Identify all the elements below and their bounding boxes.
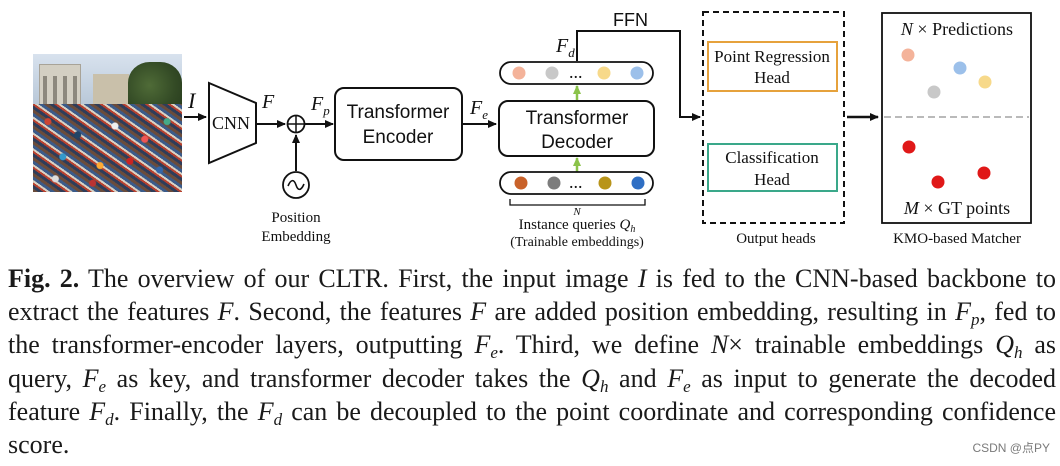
prediction-point-gray: [927, 85, 941, 99]
point-regression-label-1: Point Regression: [714, 47, 830, 66]
cnn-label: CNN: [212, 113, 250, 133]
decoder-label-2: Decoder: [541, 132, 613, 153]
pred-embed-gray: [545, 66, 559, 80]
output-heads-label: Output heads: [736, 231, 816, 247]
output-heads-box: [702, 11, 845, 224]
ffn-label: FFN: [613, 10, 648, 30]
prediction-point-peach: [901, 48, 915, 62]
matcher-box: [881, 12, 1032, 224]
query-embed-gray: [547, 176, 561, 190]
classification-label-2: Head: [754, 170, 790, 189]
decoder-output-embeddings: [499, 61, 654, 85]
point-regression-label-2: Head: [754, 68, 790, 87]
figure-caption: Fig. 2. The overview of our CLTR. First,…: [8, 264, 1057, 460]
caption-fig-label: Fig. 2.: [8, 264, 80, 293]
instance-queries-embeddings: [499, 171, 654, 195]
query-embed-gold: [598, 176, 612, 190]
pred-embed-yellow: [597, 66, 611, 80]
trainable-embeddings-label: (Trainable embeddings): [510, 235, 644, 250]
fe-label: Fe: [469, 97, 488, 122]
transformer-decoder-block: [498, 100, 655, 157]
architecture-diagram: I CNN F Position Embedding Fp Transform: [184, 10, 1032, 250]
gt-point-3: [977, 166, 991, 180]
prediction-point-blue: [953, 61, 967, 75]
watermark: CSDN @点PY: [972, 441, 1050, 455]
encoder-label-2: Encoder: [363, 127, 434, 148]
fp-label: Fp: [310, 93, 330, 118]
gt-points-label: M × GT points: [903, 198, 1010, 218]
queries-brace: [509, 199, 646, 206]
gt-point-1: [902, 140, 916, 154]
point-regression-head: [707, 41, 838, 92]
predictions-label: N × Predictions: [900, 19, 1013, 39]
pred-embed-dots: ...: [569, 62, 583, 82]
n-label: N: [572, 206, 581, 218]
fd-label: Fd: [555, 35, 575, 60]
instance-queries-label: Instance queries Qh: [519, 217, 636, 235]
query-embed-dots: ...: [569, 172, 583, 192]
classification-label-1: Classification: [725, 148, 819, 167]
input-crowd-image: [33, 54, 182, 192]
encoder-label-1: Transformer: [347, 102, 450, 123]
decoder-label-1: Transformer: [526, 108, 629, 129]
ffn-connector: [576, 30, 701, 121]
f-label: F: [261, 91, 275, 113]
cnn-block: [208, 81, 257, 165]
gt-point-2: [931, 175, 945, 189]
query-embed-blue: [631, 176, 645, 190]
position-embedding-label-2: Embedding: [261, 229, 331, 245]
architecture-figure: I CNN F Position Embedding Fp Transform: [33, 10, 1032, 250]
prediction-point-yellow: [978, 75, 992, 89]
position-embedding-label-1: Position: [271, 210, 321, 226]
classification-head: [707, 143, 838, 192]
pred-embed-peach: [512, 66, 526, 80]
pred-embed-blue: [630, 66, 644, 80]
transformer-encoder-block: [334, 87, 463, 161]
query-embed-orange: [514, 176, 528, 190]
matcher-label: KMO-based Matcher: [893, 231, 1021, 247]
input-label: I: [187, 88, 197, 113]
